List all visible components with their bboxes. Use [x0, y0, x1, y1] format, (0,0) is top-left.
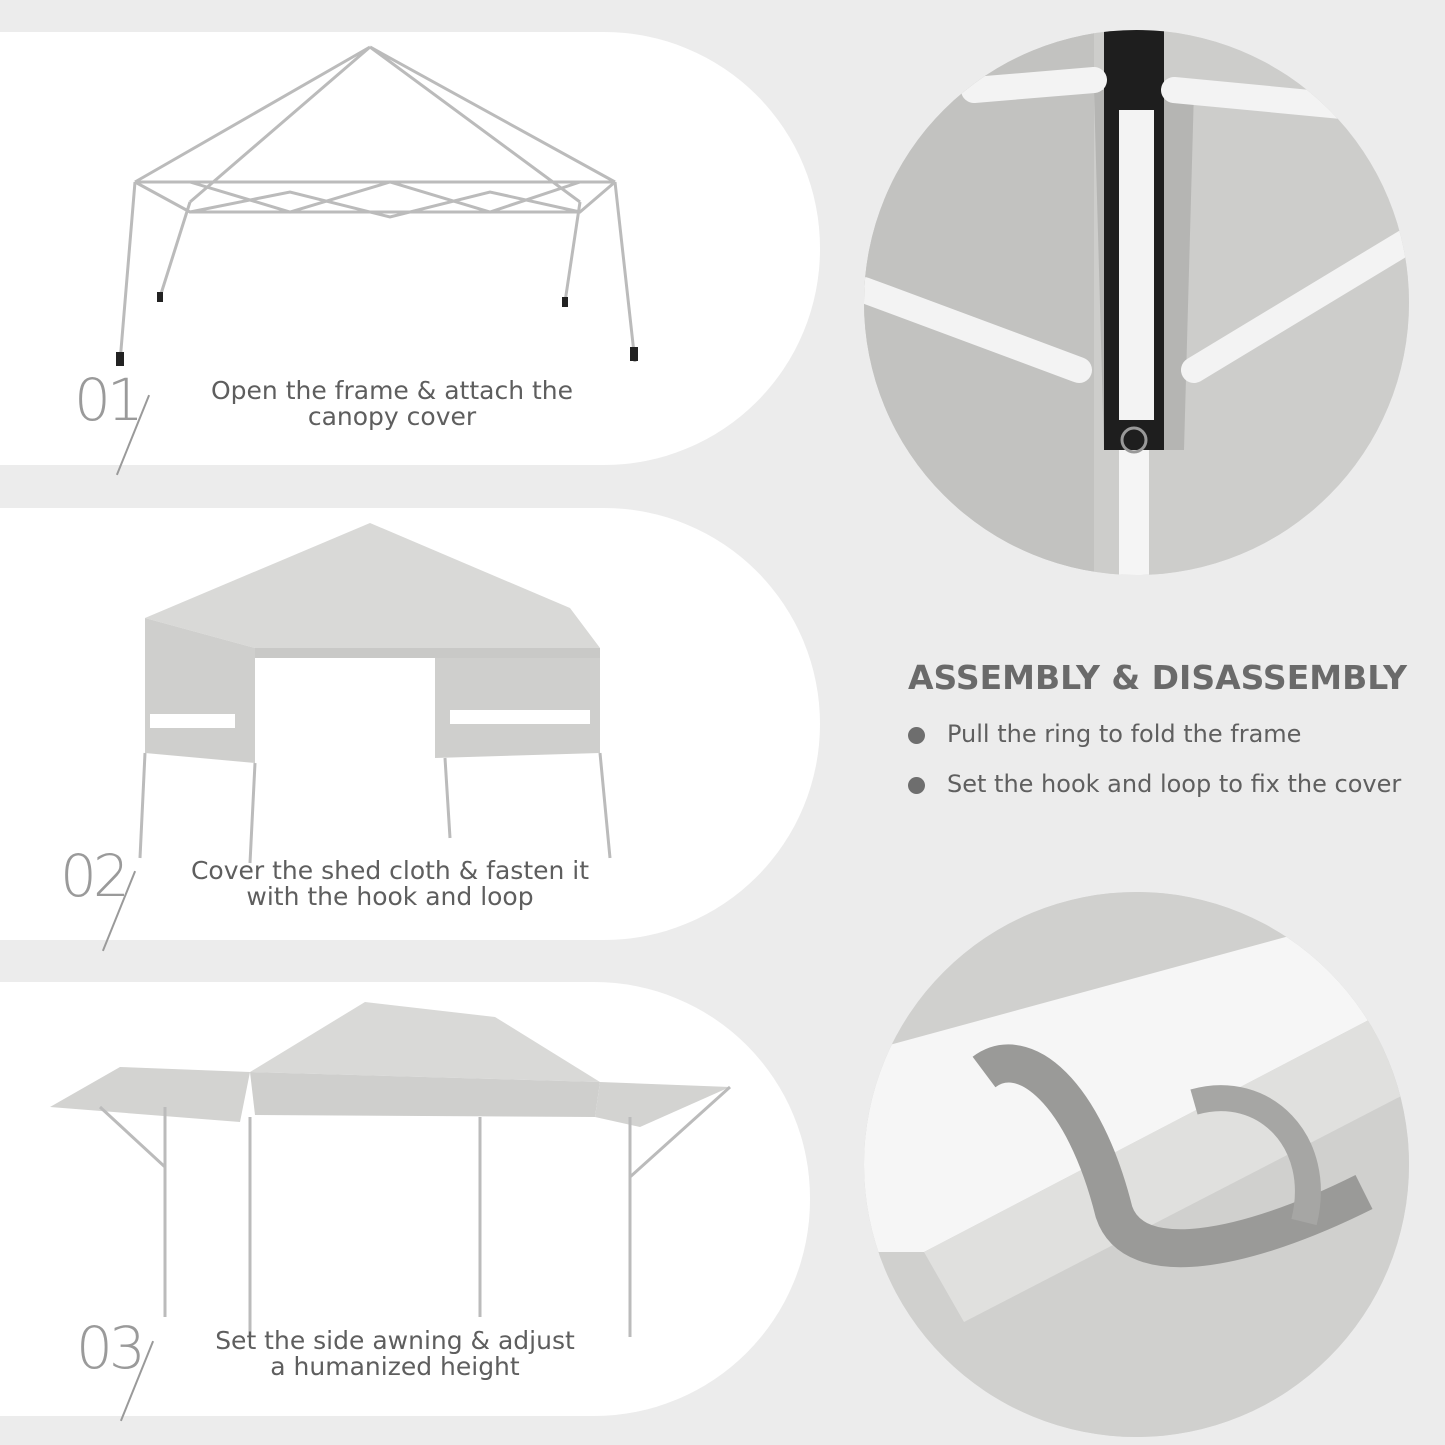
step-2-panel: 02 Cover the shed cloth & fasten it with…: [0, 508, 820, 952]
feature-bullet: Pull the ring to fold the frame: [908, 720, 1301, 748]
step-text: Set the side awning & adjust a humanized…: [180, 1328, 610, 1380]
step-text: Cover the shed cloth & fasten it with th…: [160, 858, 620, 910]
step-text-line: Cover the shed cloth & fasten it: [190, 856, 590, 885]
step-text-line: Open the frame & attach the: [210, 376, 574, 405]
step-1-panel: 01 Open the frame & attach the canopy co…: [0, 32, 820, 476]
hook-loop-detail-photo: [864, 892, 1409, 1437]
bullet-dot-icon: [908, 776, 925, 794]
step-text-line: Set the side awning & adjust: [215, 1326, 575, 1355]
feature-bullet: Set the hook and loop to fix the cover: [908, 770, 1401, 798]
step-text-line: with the hook and loop: [246, 882, 534, 911]
canopy-illustration: [138, 523, 612, 864]
step-text-line: canopy cover: [307, 402, 477, 431]
step-text-line: a humanized height: [270, 1352, 520, 1381]
step-3-panel: 03 Set the side awning & adjust a humani…: [0, 982, 810, 1422]
step-number: 01: [74, 366, 144, 434]
step-text: Open the frame & attach the canopy cover: [172, 378, 612, 430]
ring-detail-photo: [864, 30, 1409, 575]
bullet-text: Set the hook and loop to fix the cover: [947, 770, 1402, 798]
frame-illustration: [116, 45, 638, 366]
feature-title: ASSEMBLY & DISASSEMBLY: [908, 658, 1408, 697]
step-number: 02: [60, 842, 130, 910]
awning-illustration: [50, 1002, 732, 1337]
bullet-text: Pull the ring to fold the frame: [947, 720, 1302, 748]
bullet-dot-icon: [908, 726, 925, 744]
step-number: 03: [76, 1314, 146, 1382]
